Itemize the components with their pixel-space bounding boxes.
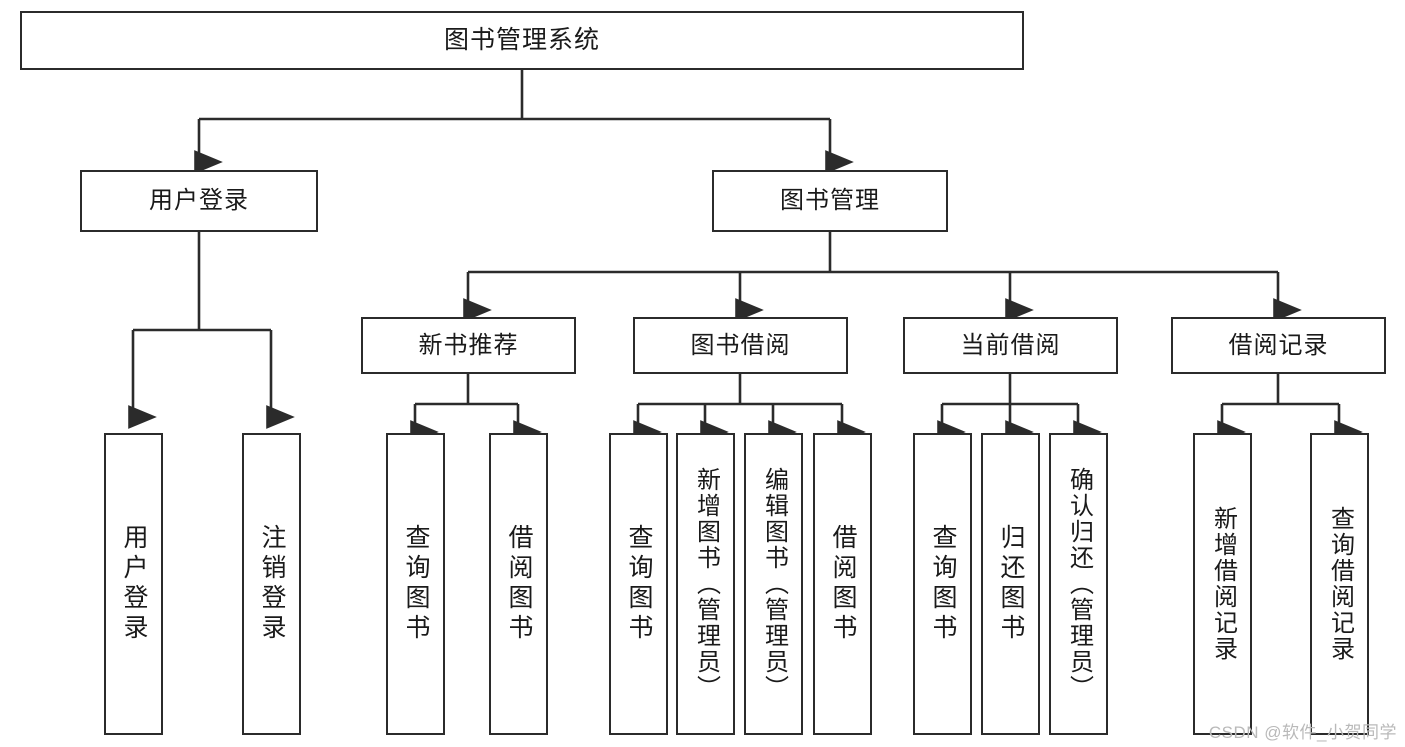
watermark: CSDN @软件_小贺同学 <box>1208 723 1397 742</box>
leaf-add-book[interactable]: 新增图书（管理员） <box>676 433 735 735</box>
leaf-borrow-book-1[interactable]: 借阅图书 <box>489 433 548 735</box>
leaf-user-login-label: 用户登录 <box>120 524 148 644</box>
node-new-book-recommend-label: 新书推荐 <box>418 331 519 359</box>
node-borrow-record[interactable]: 借阅记录 <box>1171 317 1386 374</box>
leaf-confirm-return-label: 确认归还（管理员） <box>1065 467 1093 701</box>
leaf-query-book-3[interactable]: 查询图书 <box>913 433 972 735</box>
leaf-add-record-label: 新增借阅记录 <box>1209 506 1237 662</box>
leaf-borrow-book-1-label: 借阅图书 <box>505 524 533 644</box>
node-user-login[interactable]: 用户登录 <box>80 170 318 232</box>
leaf-return-book-label: 归还图书 <box>997 524 1025 644</box>
leaf-query-record[interactable]: 查询借阅记录 <box>1310 433 1369 735</box>
leaf-user-login[interactable]: 用户登录 <box>104 433 163 735</box>
node-root[interactable]: 图书管理系统 <box>20 11 1024 70</box>
node-book-borrow[interactable]: 图书借阅 <box>633 317 848 374</box>
leaf-confirm-return[interactable]: 确认归还（管理员） <box>1049 433 1108 735</box>
leaf-query-book-1[interactable]: 查询图书 <box>386 433 445 735</box>
leaf-edit-book[interactable]: 编辑图书（管理员） <box>744 433 803 735</box>
leaf-borrow-book-2[interactable]: 借阅图书 <box>813 433 872 735</box>
leaf-return-book[interactable]: 归还图书 <box>981 433 1040 735</box>
node-root-label: 图书管理系统 <box>443 26 600 55</box>
node-borrow-record-label: 借阅记录 <box>1228 331 1329 359</box>
leaf-edit-book-label: 编辑图书（管理员） <box>760 467 788 701</box>
node-book-manage-label: 图书管理 <box>780 187 880 215</box>
node-book-manage[interactable]: 图书管理 <box>712 170 948 232</box>
leaf-query-book-3-label: 查询图书 <box>929 524 957 644</box>
leaf-query-book-1-label: 查询图书 <box>402 524 430 644</box>
leaf-add-record[interactable]: 新增借阅记录 <box>1193 433 1252 735</box>
node-book-borrow-label: 图书借阅 <box>690 331 791 359</box>
node-current-borrow[interactable]: 当前借阅 <box>903 317 1118 374</box>
leaf-query-book-2-label: 查询图书 <box>625 524 653 644</box>
leaf-add-book-label: 新增图书（管理员） <box>692 467 720 701</box>
leaf-query-record-label: 查询借阅记录 <box>1326 506 1354 662</box>
leaf-user-logout-label: 注销登录 <box>258 524 286 644</box>
leaf-query-book-2[interactable]: 查询图书 <box>609 433 668 735</box>
node-user-login-label: 用户登录 <box>149 187 249 215</box>
leaf-borrow-book-2-label: 借阅图书 <box>829 524 857 644</box>
node-current-borrow-label: 当前借阅 <box>960 331 1061 359</box>
node-new-book-recommend[interactable]: 新书推荐 <box>361 317 576 374</box>
leaf-user-logout[interactable]: 注销登录 <box>242 433 301 735</box>
